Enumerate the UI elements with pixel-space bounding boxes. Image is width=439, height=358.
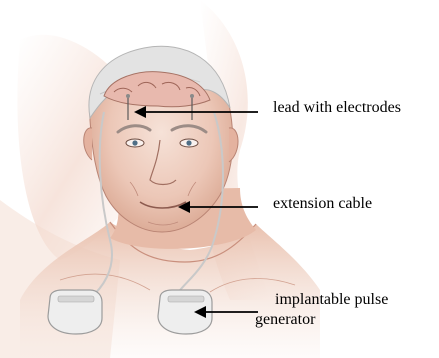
label-generator-line1: implantable pulse: [275, 291, 388, 308]
label-extension-cable: extension cable: [273, 194, 372, 214]
pulse-generator-left: [48, 290, 102, 334]
label-lead-with-electrodes: lead with electrodes: [273, 98, 401, 118]
label-implantable-pulse-generator: implantable pulse generator: [275, 290, 388, 330]
label-generator-line2: generator: [255, 310, 388, 330]
